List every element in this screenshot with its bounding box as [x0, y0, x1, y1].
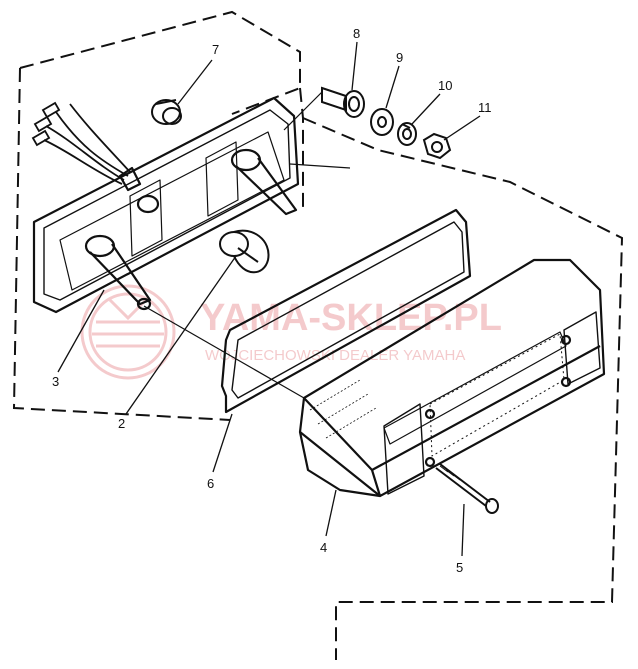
assembly-boundary: [12, 10, 624, 660]
callout-part-11: 11: [478, 100, 492, 115]
wiring-harness: [31, 101, 131, 185]
callout-leaders: [57, 41, 481, 557]
watermark-logo-icon: [80, 284, 176, 380]
callout-part-10: 10: [438, 78, 452, 93]
callout-part-7: 7: [212, 42, 219, 57]
gasket-part-6: [220, 208, 472, 414]
grommet-part-7: [151, 99, 182, 125]
lock-washer-part-10: [397, 122, 417, 146]
callout-part-5: 5: [456, 560, 463, 575]
stud-part-8: [321, 86, 365, 118]
callout-part-2: 2: [118, 416, 125, 431]
nut-part-11: [422, 132, 452, 160]
watermark-subtitle: WOJCIECHOWSKI DEALER YAMAHA: [205, 347, 465, 364]
callout-part-4: 4: [320, 540, 327, 555]
bulb-part-2: [219, 229, 270, 274]
callout-part-6: 6: [207, 476, 214, 491]
washer-part-9: [370, 108, 394, 136]
callout-part-8: 8: [353, 26, 360, 41]
watermark-title: YAMA-SKLEP.PL: [200, 297, 502, 339]
lens-part-4: [298, 258, 606, 498]
callout-labels: 7 8 9 10 11 3 2 6 4 5: [52, 26, 492, 575]
screw-part-5: [435, 463, 499, 514]
callout-part-3: 3: [52, 374, 59, 389]
watermark: YAMA-SKLEP.PL WOJCIECHOWSKI DEALER YAMAH…: [80, 284, 502, 380]
lamp-base-plate: [32, 96, 300, 314]
callout-part-9: 9: [396, 50, 403, 65]
